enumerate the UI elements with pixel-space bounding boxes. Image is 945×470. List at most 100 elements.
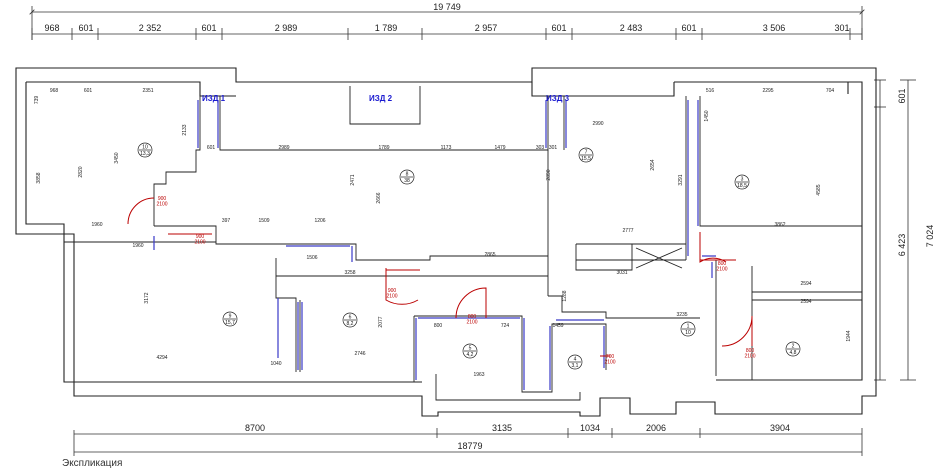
right-top-label: 601 [897,88,907,103]
dim-label: 601 [551,23,566,33]
blue-partitions [153,100,716,390]
inner-dim-label: 397 [222,218,231,224]
inner-dim-label: 2746 [354,351,365,357]
inner-dim-label: 601 [207,145,216,151]
inner-dim-label: 2133 [182,124,188,135]
inner-dim-label: 2890 [546,169,552,180]
legend-title: Экспликация [62,458,123,469]
inner-dim-label: 2594 [800,299,811,305]
inner-dim-label: 2820 [78,166,84,177]
inner-dim-label: 601 [84,88,93,94]
room-area: 15,7 [225,320,235,326]
room-area: 3,1 [572,363,579,369]
inner-dim-label: 1173 [441,145,452,151]
inner-dim-label: 1206 [314,218,325,224]
dim-label: 2 957 [475,23,498,33]
bottom-overall-label: 18779 [457,441,482,451]
room-area: 10 [685,330,691,336]
inner-dim-label: 1288 [562,290,568,301]
bottom-dimensions [73,428,863,456]
izd3-label: ИЗД 3 [546,94,570,103]
inner-dim-label: 2865 [484,252,495,258]
room-marker-9: 915,7 [222,311,238,327]
right-outer-label: 7 024 [925,225,935,248]
room-number: 1 [687,324,690,330]
inner-dim-label: 2777 [622,228,633,234]
room-marker-6: 68,2 [342,312,358,328]
inner-dim-label: 3172 [144,292,150,303]
room-number: 6 [349,315,352,321]
dim-label: 2 989 [275,23,298,33]
room-number: 5 [469,346,472,352]
izd1-label: ИЗД 1 [202,94,226,103]
room-marker-3: 318,5 [734,174,750,190]
inner-dim-label: 1789 [378,145,389,151]
inner-dim-label: 1509 [258,218,269,224]
inner-walls [64,86,862,401]
dim-label: 1034 [580,423,600,433]
right-inner-label: 6 423 [897,234,907,257]
inner-dim-label: 968 [50,88,59,94]
inner-dim-label: 1506 [306,255,317,261]
inner-dim-label: 800 [434,323,443,329]
dim-label: 8700 [245,423,265,433]
inner-dim-label: 2654 [650,159,656,170]
dim-label: 968 [44,23,59,33]
dim-label: 2 352 [139,23,162,33]
inner-dim-label: 1944 [846,330,852,341]
right-dimensions [874,79,916,381]
inner-dim-label: 3862 [774,222,785,228]
bottom-chain-labels: 8700 3135 1034 2006 3904 [245,423,790,433]
dim-label: 3 506 [763,23,786,33]
room-area: 8,2 [347,321,354,327]
inner-dim-label: 516 [706,88,715,94]
room-marker-1: 110 [680,321,696,337]
dim-label: 601 [78,23,93,33]
inner-dim-label: 2471 [350,174,356,185]
room-markers: 10 13,3 838 715,5 318,5 915,7 68,2 54,2 43,1 110 2… [137,142,801,370]
inner-dim-label: 1960 [132,243,143,249]
inner-dim-label: 1040 [270,361,281,367]
room-number: 7 [585,150,588,156]
inner-dim-label: 3235 [676,312,687,318]
inner-dim-label: 2989 [278,145,289,151]
inner-dim-label: 2351 [142,88,153,94]
inner-dim-label: 2077 [378,316,384,327]
outer-walls [15,67,877,417]
inner-dim-label: 739 [34,96,40,105]
inner-dim-label: 3291 [678,174,684,185]
room-area: 13,3 [140,151,150,157]
room-marker-8: 838 [399,169,415,185]
room-area: 18,5 [737,183,747,189]
top-chain-dimension [31,28,863,40]
inner-dim-label: 724 [501,323,510,329]
room-number: 4 [574,357,577,363]
openings-labels: ИЗД 1 ИЗД 2 ИЗД 3 [202,94,570,103]
inner-dim-label: 301 [549,145,558,151]
izd2-label: ИЗД 2 [369,94,393,103]
room-area: 4,2 [467,352,474,358]
inner-dim-label: 1960 [91,222,102,228]
inner-dim-label: 2666 [376,192,382,203]
inner-dim-label: 3450 [114,152,120,163]
room-number: 9 [229,314,232,320]
room-number: 2 [792,344,795,350]
room-area: 15,5 [581,156,591,162]
inner-dim-label: 1450 [704,110,710,121]
dim-label: 1 789 [375,23,398,33]
room-marker-7: 715,5 [578,147,594,163]
room-number: 3 [741,177,744,183]
dim-label: 2 483 [620,23,643,33]
top-overall-label: 19 749 [433,2,461,12]
dim-label: 301 [834,23,849,33]
inner-dim-label: 2594 [800,281,811,287]
inner-dim-label: 2295 [762,88,773,94]
inner-dim-label: 1459 [552,323,563,329]
